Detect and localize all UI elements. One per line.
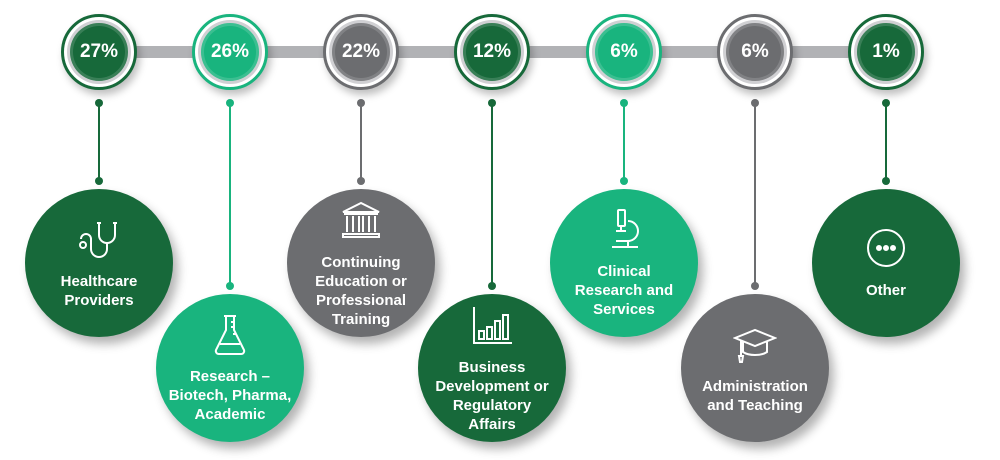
connector-line xyxy=(754,103,756,286)
connector-line xyxy=(491,103,493,286)
percent-badge-other: 1% xyxy=(848,14,924,90)
connector-dot xyxy=(488,282,496,290)
microscope-icon xyxy=(602,207,646,256)
connector-dot xyxy=(226,99,234,107)
connector-dot xyxy=(95,177,103,185)
connector-dot xyxy=(751,99,759,107)
percent-value: 12% xyxy=(463,23,521,81)
connector-line xyxy=(229,103,231,286)
percent-value: 27% xyxy=(70,23,128,81)
percent-value: 26% xyxy=(201,23,259,81)
percent-badge-healthcare: 27% xyxy=(61,14,137,90)
percent-badge-administration: 6% xyxy=(717,14,793,90)
category-label: Administration and Teaching xyxy=(702,377,808,414)
connector-dot xyxy=(620,177,628,185)
flask-icon xyxy=(208,312,252,361)
category-label: Other xyxy=(865,282,906,299)
connector-dot xyxy=(357,99,365,107)
connector-dot xyxy=(882,99,890,107)
percent-badge-business: 12% xyxy=(454,14,530,90)
category-label: Healthcare Providers xyxy=(60,272,138,309)
category-label: Research – Biotech, Pharma, Academic xyxy=(168,368,292,423)
category-label: Clinical Research and Services xyxy=(574,263,674,318)
percent-value: 6% xyxy=(595,23,653,81)
connector-line xyxy=(885,103,887,181)
connector-dot xyxy=(357,177,365,185)
graduation-cap-icon xyxy=(732,322,778,371)
connector-dot xyxy=(226,282,234,290)
category-circle-other: Other xyxy=(812,189,960,337)
connector-line xyxy=(98,103,100,181)
percent-badge-clinical: 6% xyxy=(586,14,662,90)
percent-value: 1% xyxy=(857,23,915,81)
category-circle-research: Research – Biotech, Pharma, Academic xyxy=(156,294,304,442)
category-circle-clinical: Clinical Research and Services xyxy=(550,189,698,337)
connector-line xyxy=(623,103,625,181)
category-label: Continuing Education or Professional Tra… xyxy=(315,253,407,328)
more-dots-icon xyxy=(864,226,908,275)
connector-dot xyxy=(95,99,103,107)
percent-badge-continuing: 22% xyxy=(323,14,399,90)
stethoscope-icon xyxy=(77,217,121,266)
category-label: Business Development or Regulatory Affai… xyxy=(435,358,549,433)
connector-dot xyxy=(882,177,890,185)
connector-dot xyxy=(620,99,628,107)
building-columns-icon xyxy=(339,198,383,247)
connector-dot xyxy=(488,99,496,107)
category-circle-healthcare: Healthcare Providers xyxy=(25,189,173,337)
percent-value: 22% xyxy=(332,23,390,81)
category-circle-administration: Administration and Teaching xyxy=(681,294,829,442)
connector-dot xyxy=(751,282,759,290)
category-circle-continuing: Continuing Education or Professional Tra… xyxy=(287,189,435,337)
percent-badge-research: 26% xyxy=(192,14,268,90)
category-circle-business: Business Development or Regulatory Affai… xyxy=(418,294,566,442)
percent-value: 6% xyxy=(726,23,784,81)
connector-line xyxy=(360,103,362,181)
bar-chart-icon xyxy=(470,303,514,352)
